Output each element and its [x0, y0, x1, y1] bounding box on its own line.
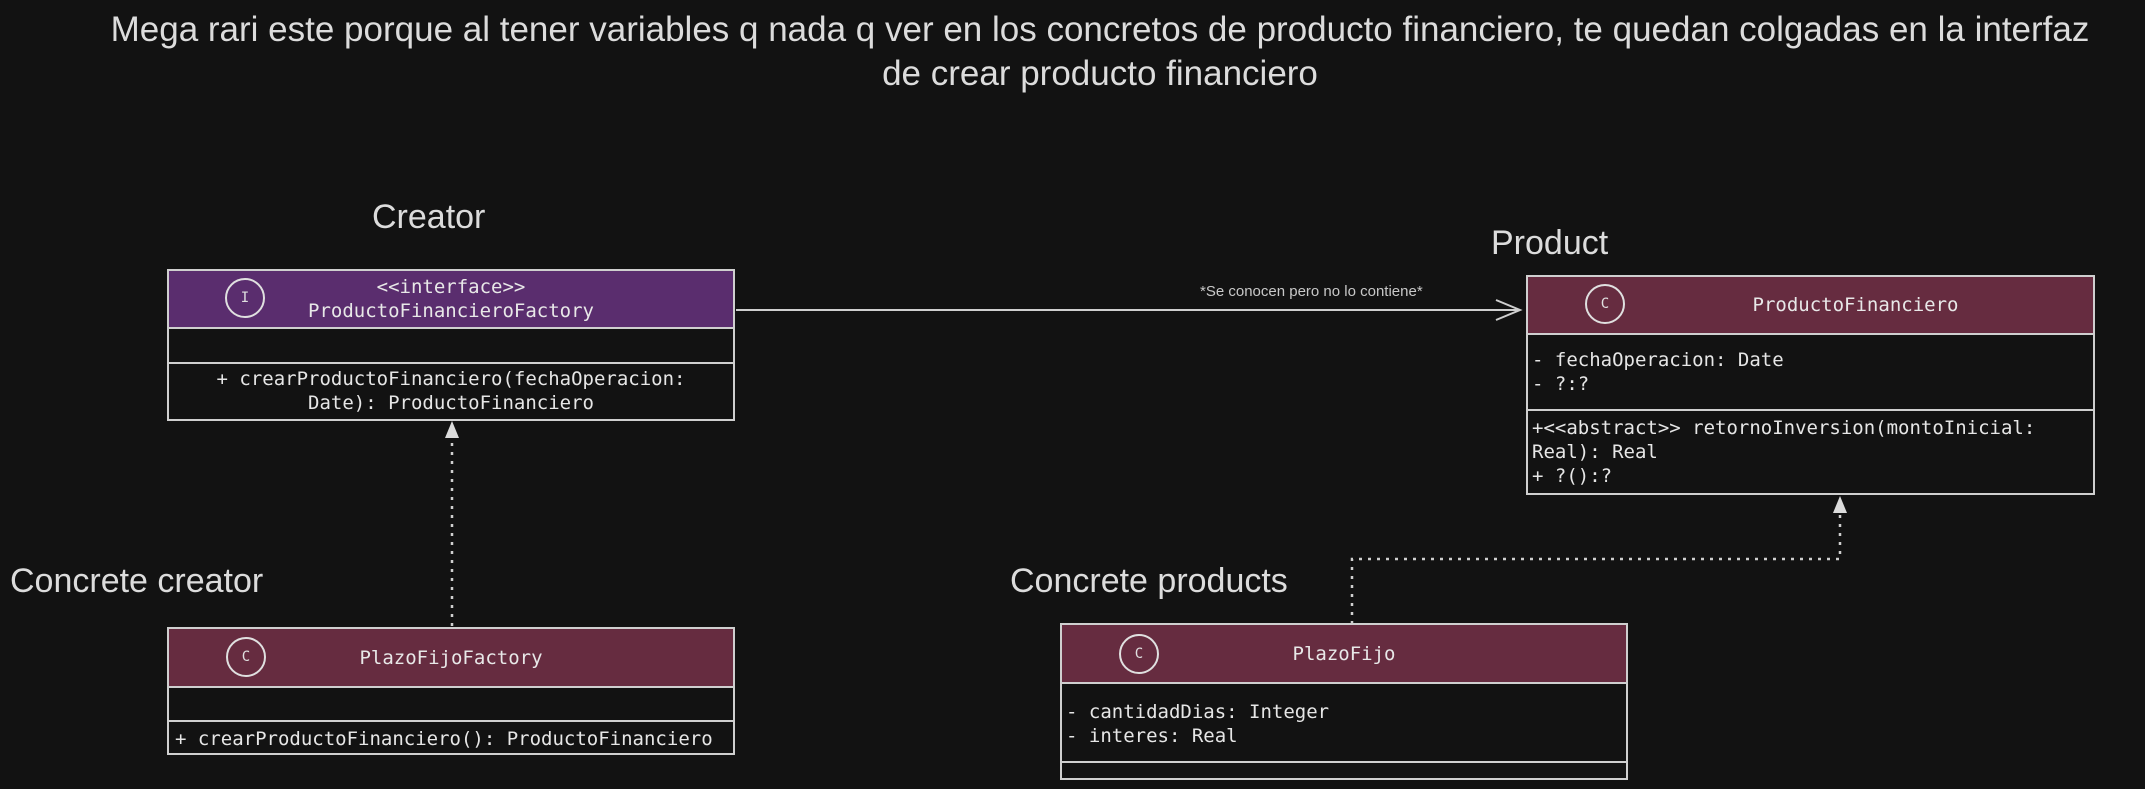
producto-financiero-box[interactable]: C ProductoFinanciero - fechaOperacion: D…	[1526, 275, 2095, 495]
note-line-1: Mega rari este porque al tener variables…	[110, 10, 2090, 49]
plazo-fijo-box[interactable]: C PlazoFijo - cantidadDias: Integer - in…	[1060, 623, 1628, 780]
realization-arrowhead-factory	[445, 421, 459, 438]
association-arrowhead	[1495, 299, 1523, 321]
method-line: + ?():?	[1532, 465, 1613, 487]
method-line: +<<abstract>> retornoInversion(montoInic…	[1532, 417, 2036, 439]
attribute-line: - cantidadDias: Integer	[1066, 701, 1330, 723]
factory-interface-box[interactable]: I <<interface>> ProductoFinancieroFactor…	[167, 269, 735, 421]
plazo-fijo-factory-title: PlazoFijoFactory	[359, 647, 543, 669]
method-line: Real): Real	[1532, 441, 1658, 463]
interface-icon: I	[225, 278, 265, 318]
factory-interface-title: <<interface>> ProductoFinancieroFactory	[169, 275, 733, 323]
association-label: *Se conocen pero no lo contiene*	[1200, 283, 1423, 300]
attribute-line: - ?:?	[1532, 373, 1590, 395]
label-product: Product	[1491, 224, 1609, 262]
plazo-fijo-factory-attributes	[169, 688, 733, 722]
producto-financiero-title: ProductoFinanciero	[1752, 294, 1959, 316]
factory-interface-header: I <<interface>> ProductoFinancieroFactor…	[169, 271, 733, 329]
factory-interface-methods: + crearProductoFinanciero(fechaOperacion…	[169, 364, 733, 415]
plazo-fijo-attributes: - cantidadDias: Integer - interes: Real	[1062, 684, 1626, 763]
plazo-fijo-factory-box[interactable]: C PlazoFijoFactory + crearProductoFinanc…	[167, 627, 735, 755]
attribute-line: - fechaOperacion: Date	[1532, 349, 1784, 371]
attribute-line: - interes: Real	[1066, 725, 1238, 747]
class-icon: C	[1119, 634, 1159, 674]
generalization-arrowhead-product	[1833, 496, 1847, 513]
method-line: + crearProductoFinanciero(): ProductoFin…	[175, 728, 713, 750]
note-line-2: de crear producto financiero	[882, 54, 1318, 93]
factory-interface-attributes	[169, 329, 733, 364]
producto-financiero-methods: +<<abstract>> retornoInversion(montoInic…	[1528, 411, 2093, 488]
plazo-fijo-header: C PlazoFijo	[1062, 625, 1626, 684]
interface-name: ProductoFinancieroFactory	[308, 300, 594, 322]
plazo-fijo-methods	[1062, 763, 1626, 778]
producto-financiero-header: C ProductoFinanciero	[1528, 277, 2093, 335]
plazo-fijo-factory-header: C PlazoFijoFactory	[169, 629, 733, 688]
diagram-note: Mega rari este porque al tener variables…	[60, 8, 2140, 96]
label-concrete-creator: Concrete creator	[10, 562, 264, 600]
plazo-fijo-factory-methods: + crearProductoFinanciero(): ProductoFin…	[169, 722, 733, 751]
interface-stereotype: <<interface>>	[376, 276, 526, 298]
label-concrete-products: Concrete products	[1010, 562, 1288, 600]
method-line: + crearProductoFinanciero(fechaOperacion…	[216, 368, 686, 390]
producto-financiero-attributes: - fechaOperacion: Date - ?:?	[1528, 335, 2093, 411]
generalization-line-product	[1350, 514, 1842, 624]
class-icon: C	[1585, 284, 1625, 324]
class-icon: C	[226, 637, 266, 677]
method-line: Date): ProductoFinanciero	[308, 392, 594, 414]
plazo-fijo-title: PlazoFijo	[1292, 643, 1396, 665]
label-creator: Creator	[372, 198, 486, 236]
